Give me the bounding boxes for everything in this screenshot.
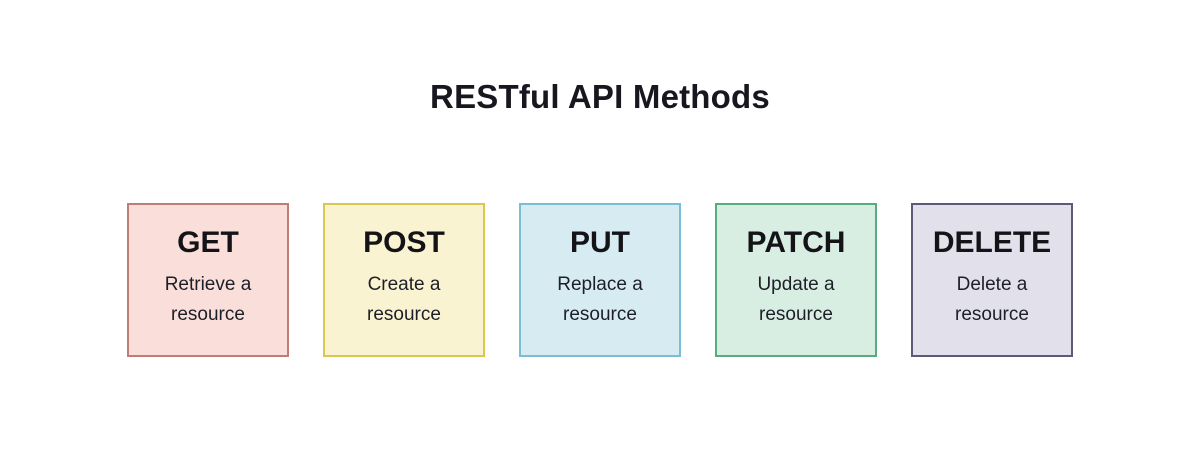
- method-box: GET Retrieve a resource: [127, 203, 289, 357]
- method-box: PATCH Update a resource: [715, 203, 877, 357]
- methods-row: GET Retrieve a resource POST Create a re…: [0, 203, 1200, 357]
- method-name: PUT: [570, 225, 630, 259]
- method-box: PUT Replace a resource: [519, 203, 681, 357]
- method-description: Retrieve a resource: [164, 273, 252, 325]
- method-description: Create a resource: [367, 273, 441, 325]
- method-description: Replace a resource: [557, 273, 643, 325]
- page-title: RESTful API Methods: [430, 78, 770, 115]
- method-description: Delete a resource: [955, 273, 1029, 325]
- method-name: GET: [177, 225, 239, 259]
- method-name: POST: [363, 225, 445, 259]
- method-name: DELETE: [932, 225, 1052, 259]
- method-box: POST Create a resource: [323, 203, 485, 357]
- method-box: DELETE Delete a resource: [911, 203, 1073, 357]
- method-description: Update a resource: [757, 273, 835, 325]
- method-name: PATCH: [746, 225, 846, 259]
